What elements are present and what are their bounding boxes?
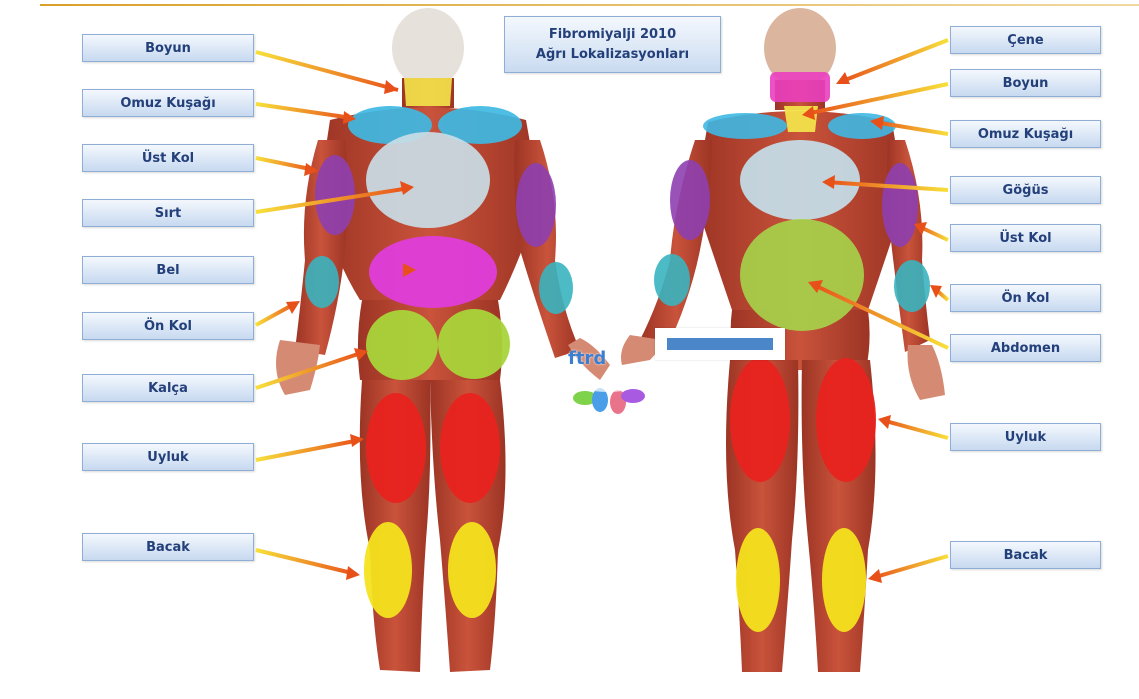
back-head: [392, 8, 464, 88]
label-front-gogus: Göğüs: [950, 176, 1101, 204]
label-back-bel: Bel: [82, 256, 254, 284]
label-front-abdomen: Abdomen: [950, 334, 1101, 362]
front-right-hand: [908, 345, 946, 400]
watermark-text: ftrd: [568, 348, 606, 369]
ftr-logo-mark: [573, 380, 645, 414]
label-front-cene: Çene: [950, 26, 1101, 54]
label-front-ust-kol: Üst Kol: [950, 224, 1101, 252]
title-line-2: Ağrı Lokalizasyonları: [536, 45, 689, 65]
blank-label-bar: [667, 338, 773, 350]
label-front-on-kol: Ön Kol: [950, 284, 1101, 312]
label-back-ust-kol: Üst Kol: [82, 144, 254, 172]
label-front-omuz-kusagi: Omuz Kuşağı: [950, 120, 1101, 148]
diagram-title: Fibromiyalji 2010 Ağrı Lokalizasyonları: [504, 16, 721, 73]
label-back-omuz-kusagi: Omuz Kuşağı: [82, 89, 254, 117]
back-figure: [276, 8, 610, 672]
label-back-sirt: Sırt: [82, 199, 254, 227]
label-front-uyluk: Uyluk: [950, 423, 1101, 451]
blank-label-box: [655, 328, 785, 360]
label-back-kalca: Kalça: [82, 374, 254, 402]
label-back-uyluk: Uyluk: [82, 443, 254, 471]
label-front-bacak: Bacak: [950, 541, 1101, 569]
label-back-bacak: Bacak: [82, 533, 254, 561]
label-back-on-kol: Ön Kol: [82, 312, 254, 340]
label-back-boyun: Boyun: [82, 34, 254, 62]
label-front-boyun: Boyun: [950, 69, 1101, 97]
title-line-1: Fibromiyalji 2010: [549, 25, 676, 45]
